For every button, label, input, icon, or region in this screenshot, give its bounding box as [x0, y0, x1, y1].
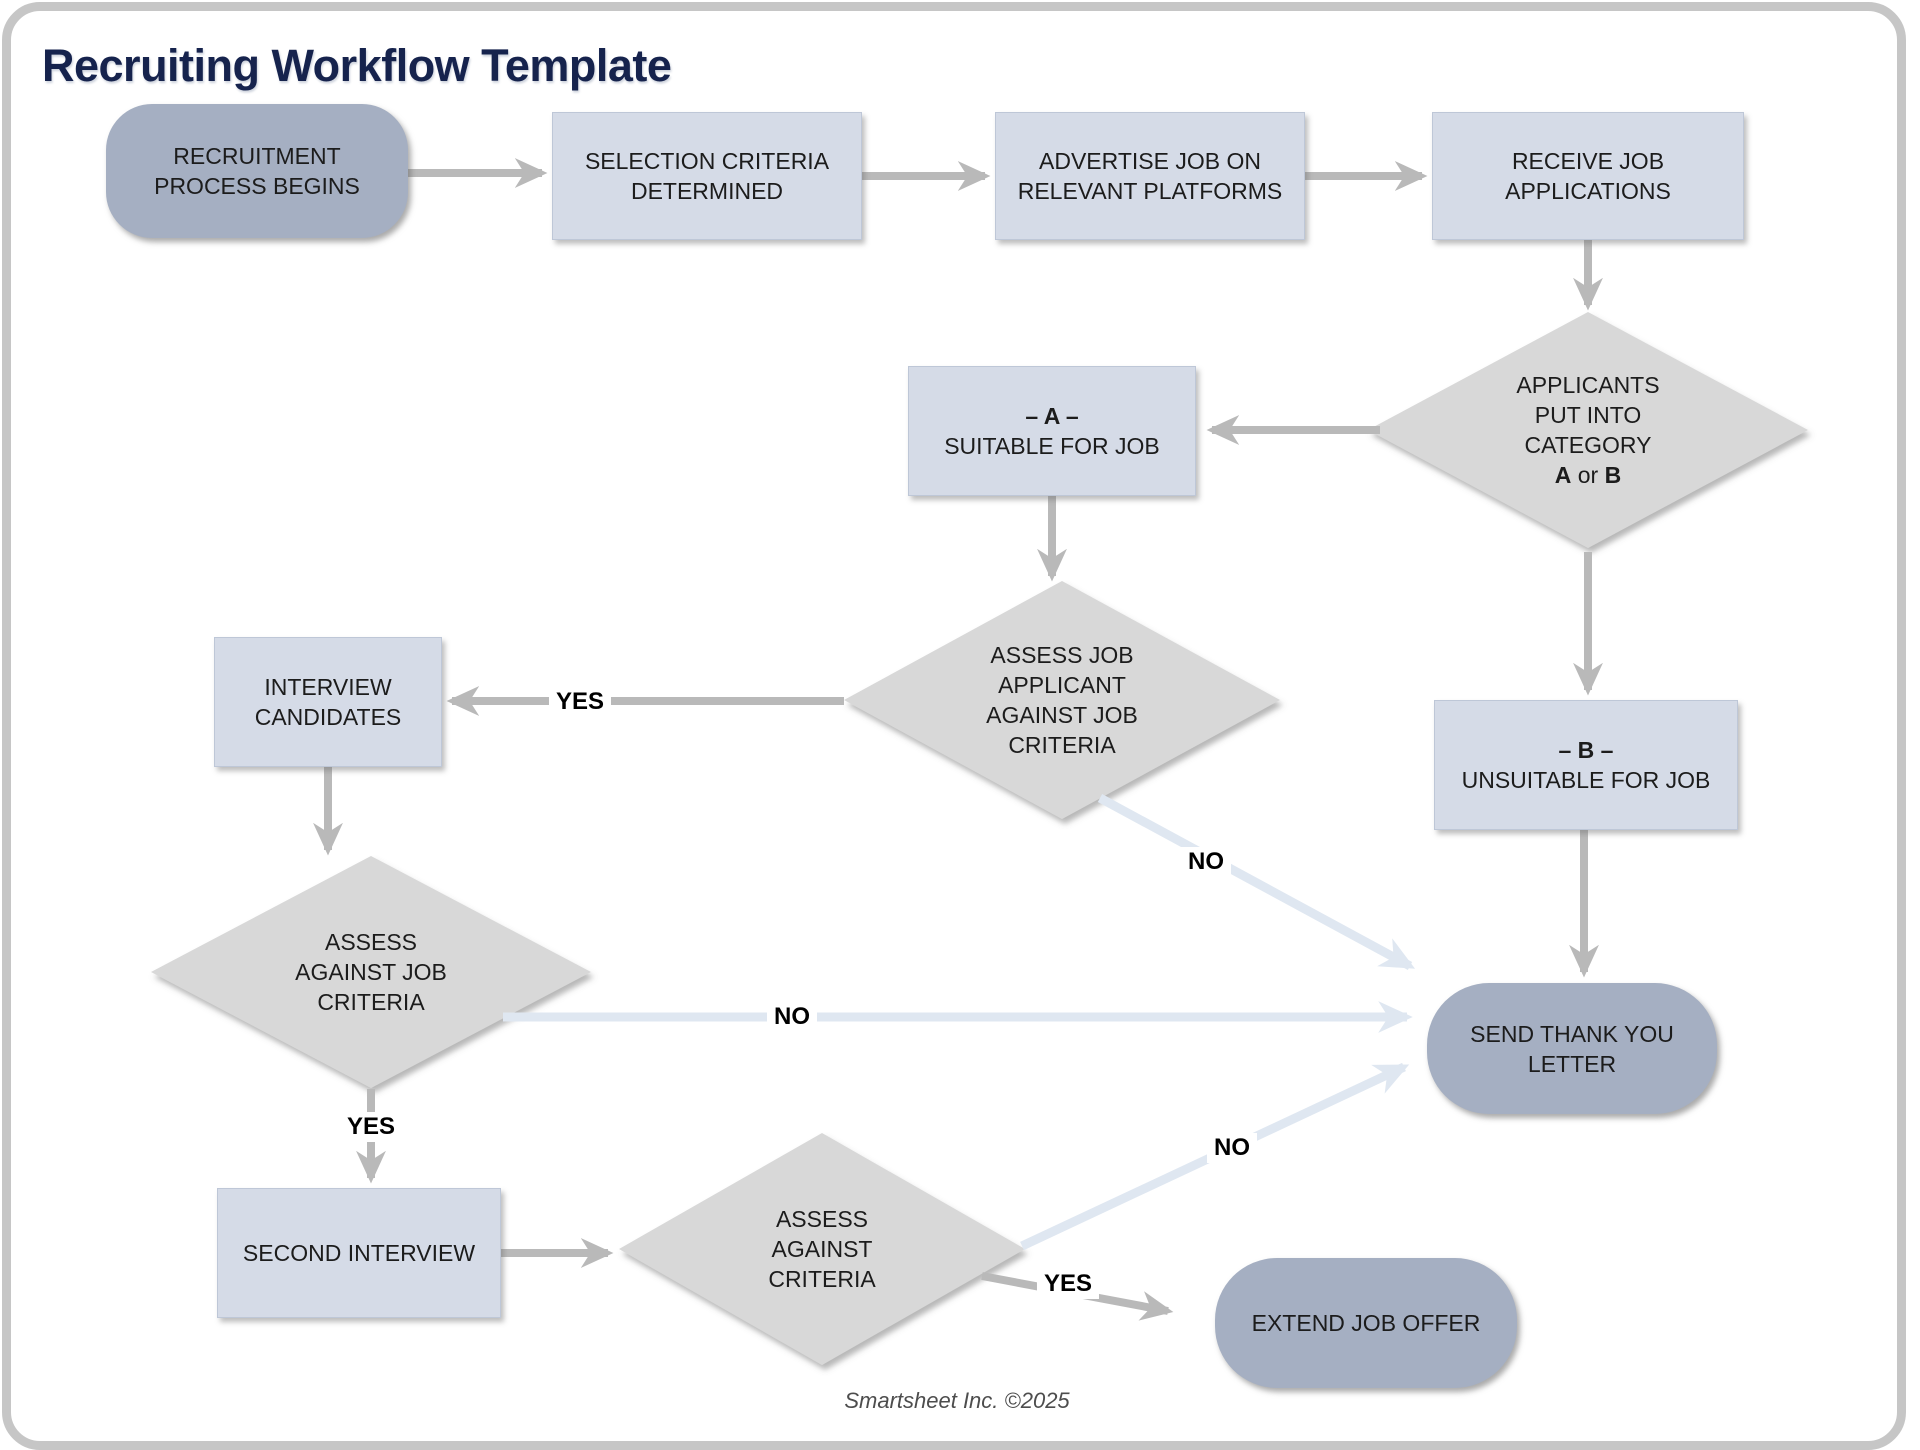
node-line: ASSESS — [775, 1206, 869, 1232]
node-line: RELEVANT PLATFORMS — [1017, 178, 1283, 204]
node-selection: SELECTION CRITERIA DETERMINED — [552, 112, 862, 240]
edge-label-yes-assess1: YES — [548, 687, 612, 717]
node-assess3-shape — [619, 1133, 1025, 1365]
node-line: SELECTION CRITERIA — [584, 148, 830, 174]
node-receive: RECEIVE JOB APPLICATIONS — [1432, 112, 1744, 240]
node-line: SECOND INTERVIEW — [242, 1240, 476, 1266]
node-line: ASSESS JOB — [990, 642, 1134, 668]
node-line: AGAINST JOB — [295, 959, 447, 985]
node-assess1-shape — [844, 581, 1280, 819]
node-line: DETERMINED — [630, 178, 784, 204]
edge-label-yes-assess2: YES — [339, 1112, 403, 1142]
edge-assess1-thankyou — [1097, 794, 1416, 970]
node-line: PUT INTO — [1534, 402, 1642, 428]
node-line: LETTER — [1527, 1050, 1617, 1077]
node-second: SECOND INTERVIEW — [217, 1188, 501, 1318]
node-line: AGAINST — [771, 1236, 873, 1262]
node-interview: INTERVIEW CANDIDATES — [214, 637, 442, 767]
node-line: – A – — [1025, 403, 1079, 429]
node-line: RECEIVE JOB — [1511, 148, 1665, 174]
node-assess3-label: ASSESS AGAINST CRITERIA — [768, 1204, 875, 1294]
node-line: SEND THANK YOU — [1470, 1020, 1674, 1047]
edge-label-yes-assess3: YES — [1036, 1269, 1100, 1299]
node-line: – B – — [1558, 737, 1614, 763]
node-start: RECRUITMENT PROCESS BEGINS — [106, 104, 408, 238]
node-offer: EXTEND JOB OFFER — [1215, 1258, 1517, 1388]
node-advertise: ADVERTISE JOB ON RELEVANT PLATFORMS — [995, 112, 1305, 240]
page-title: Recruiting Workflow Template — [42, 40, 672, 92]
node-line: RECRUITMENT — [173, 143, 341, 169]
node-line: APPLICANT — [998, 672, 1126, 698]
node-line: ASSESS — [324, 929, 418, 955]
node-line: CRITERIA — [317, 989, 425, 1015]
node-line: CRITERIA — [768, 1266, 876, 1292]
node-line: UNSUITABLE FOR JOB — [1461, 767, 1711, 793]
node-line: A or B — [1554, 462, 1622, 488]
node-line: APPLICATIONS — [1505, 178, 1671, 204]
footer-credit: Smartsheet Inc. ©2025 — [844, 1388, 1070, 1413]
node-line: PROCESS BEGINS — [154, 173, 360, 199]
node-line: SUITABLE FOR JOB — [944, 433, 1160, 459]
node-line: AGAINST JOB — [986, 702, 1138, 728]
node-line: ADVERTISE JOB ON — [1039, 148, 1261, 174]
node-line: CRITERIA — [1008, 732, 1116, 758]
node-assess2-shape — [151, 856, 591, 1088]
node-thankyou: SEND THANK YOU LETTER — [1427, 983, 1717, 1114]
node-assess2-label: ASSESS AGAINST JOB CRITERIA — [295, 927, 447, 1017]
node-line: INTERVIEW — [264, 674, 392, 700]
node-category-shape — [1368, 312, 1808, 548]
node-assess1-label: ASSESS JOB APPLICANT AGAINST JOB CRITERIA — [986, 640, 1138, 760]
node-line: CATEGORY — [1524, 432, 1652, 458]
node-line: EXTEND JOB OFFER — [1251, 1310, 1481, 1336]
edge-label-no-assess2: NO — [767, 1002, 817, 1032]
node-line: CANDIDATES — [254, 704, 402, 730]
node-line: APPLICANTS — [1516, 372, 1660, 398]
edge-label-no-assess1: NO — [1181, 847, 1231, 877]
node-cat_b: – B – UNSUITABLE FOR JOB — [1434, 700, 1738, 830]
node-cat_a: – A – SUITABLE FOR JOB — [908, 366, 1196, 496]
node-category-label: APPLICANTS PUT INTO CATEGORY A or B — [1516, 370, 1659, 490]
edge-label-no-assess3: NO — [1207, 1133, 1257, 1163]
